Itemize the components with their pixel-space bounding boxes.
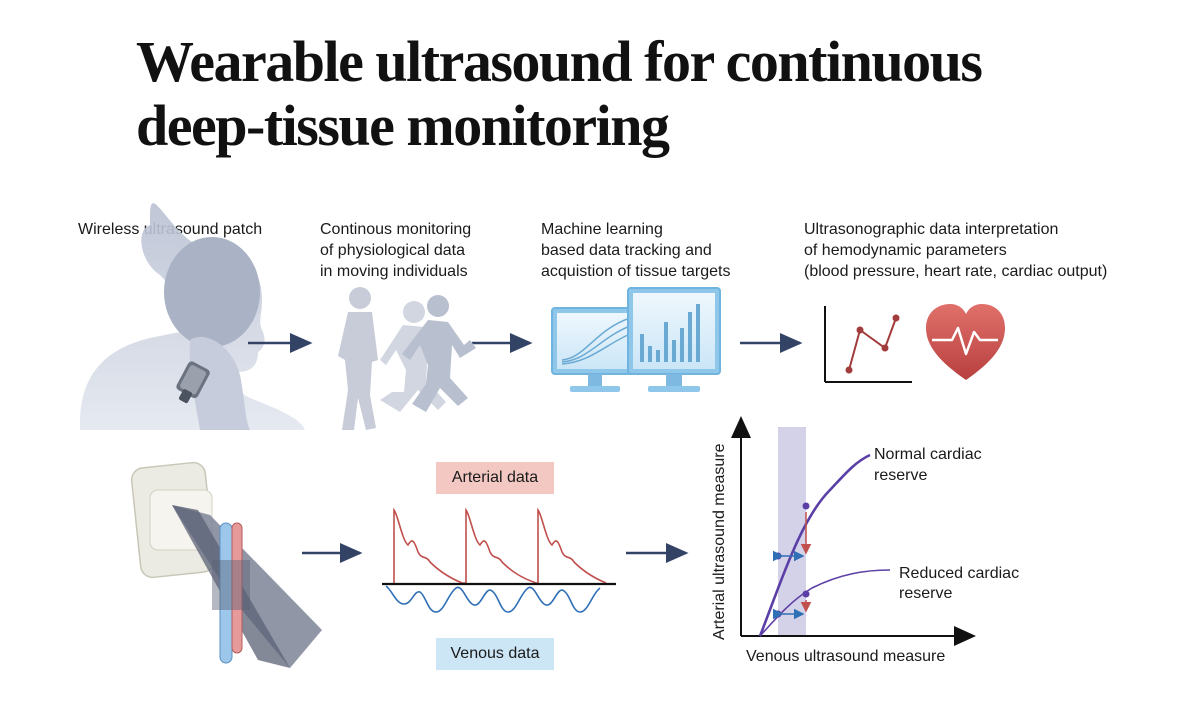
caption-line: Machine learning: [541, 221, 663, 238]
x-axis-label: Venous ultrasound measure: [746, 648, 945, 665]
arterial-data-label: Arterial data: [451, 469, 539, 486]
caption-line: based data tracking and: [541, 242, 712, 259]
normal-reserve-label-1: Normal cardiac: [874, 446, 982, 463]
caption-line: (blood pressure, heart rate, cardiac out…: [804, 263, 1108, 280]
normal-reserve-curve: [758, 453, 871, 637]
caption-line: Continous monitoring: [320, 221, 472, 238]
caption-line: of physiological data: [320, 242, 465, 259]
line-chart-icon: [824, 306, 912, 383]
reduced-reserve-label-1: Reduced cardiac: [899, 565, 1019, 582]
step-caption-ml: Machine learning based data tracking and…: [541, 219, 730, 282]
caption-line: Ultrasonographic data interpretation: [804, 221, 1059, 238]
heart-rate-icon: [926, 304, 1005, 380]
page-title: Wearable ultrasound for continuous deep-…: [136, 29, 983, 158]
arterial-waveform: [393, 507, 607, 584]
normal-reserve-label-2: reserve: [874, 467, 927, 484]
caption-line: of hemodynamic parameters: [804, 242, 1007, 259]
title-line-2: deep-tissue monitoring: [136, 93, 670, 158]
venous-waveform: [385, 585, 601, 613]
cardiac-reserve-chart: Normal cardiac reserve Reduced cardiac r…: [711, 416, 1019, 665]
curve-point: [774, 552, 782, 560]
person-with-patch-icon: [79, 203, 305, 430]
computer-monitors-icon: [551, 287, 721, 392]
curve-point: [802, 590, 810, 598]
venous-label-box: [436, 638, 554, 670]
curve-point: [774, 610, 782, 618]
step-caption-interpretation: Ultrasonographic data interpretation of …: [804, 219, 1107, 282]
caption-line: acquistion of tissue targets: [541, 263, 731, 280]
step-caption-monitoring: Continous monitoring of physiological da…: [320, 219, 471, 282]
curve-point: [802, 502, 810, 510]
reduced-reserve-label-2: reserve: [899, 585, 952, 602]
y-axis-label: Arterial ultrasound measure: [711, 443, 728, 640]
caption-line: in moving individuals: [320, 263, 468, 280]
arterial-label-box: [436, 462, 554, 494]
walking-running-people-icon: [338, 287, 476, 430]
title-line-1: Wearable ultrasound for continuous: [136, 29, 983, 94]
venous-data-label: Venous data: [450, 645, 540, 662]
ultrasound-probe-icon: [130, 461, 322, 668]
